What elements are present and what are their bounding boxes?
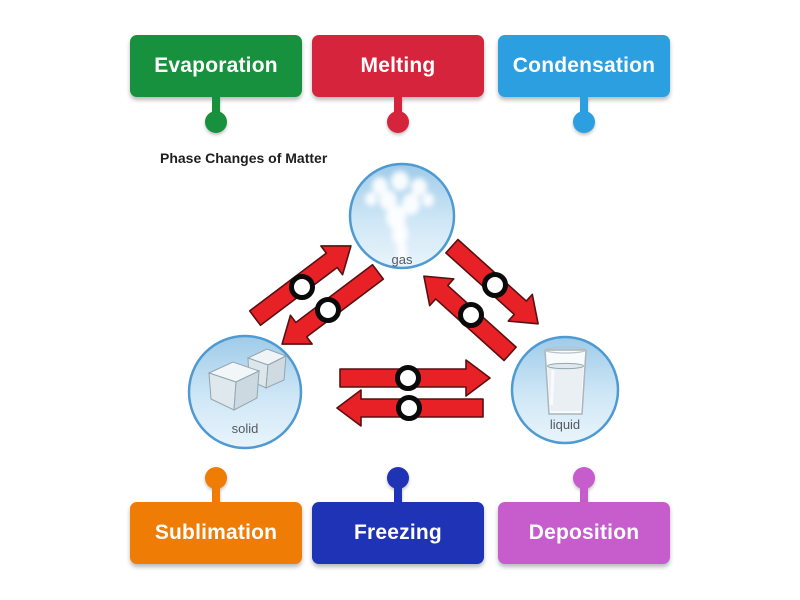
- label-condensation-stem: [580, 97, 588, 112]
- label-freezing-stem: [394, 488, 402, 502]
- label-evaporation-text: Evaporation: [154, 54, 278, 77]
- water-glass-icon: [544, 346, 587, 415]
- label-sublimation-stem: [212, 488, 220, 502]
- drop-target-solid-to-gas[interactable]: [289, 274, 315, 300]
- drop-target-gas-to-solid[interactable]: [315, 297, 341, 323]
- drop-target-liquid-to-solid[interactable]: [396, 395, 422, 421]
- label-melting[interactable]: Melting: [312, 35, 484, 97]
- label-deposition-pin[interactable]: [573, 467, 595, 489]
- label-deposition-text: Deposition: [528, 521, 640, 544]
- label-sublimation-pin[interactable]: [205, 467, 227, 489]
- drop-target-liquid-to-gas[interactable]: [458, 302, 484, 328]
- solid-label: solid: [232, 421, 259, 436]
- label-freezing-pin[interactable]: [387, 467, 409, 489]
- drop-target-solid-to-liquid[interactable]: [395, 365, 421, 391]
- label-deposition[interactable]: Deposition: [498, 502, 670, 564]
- label-melting-stem: [394, 97, 402, 112]
- label-freezing[interactable]: Freezing: [312, 502, 484, 564]
- diagram-title: Phase Changes of Matter: [160, 150, 328, 166]
- label-condensation[interactable]: Condensation: [498, 35, 670, 97]
- label-melting-pin[interactable]: [387, 111, 409, 133]
- label-sublimation-text: Sublimation: [154, 521, 278, 544]
- label-deposition-stem: [580, 488, 588, 502]
- gas-label: gas: [392, 252, 413, 267]
- state-circle-gas: gas: [348, 162, 456, 270]
- label-condensation-pin[interactable]: [573, 111, 595, 133]
- label-condensation-text: Condensation: [512, 54, 656, 77]
- drop-target-gas-to-liquid[interactable]: [482, 272, 508, 298]
- label-melting-text: Melting: [360, 54, 436, 77]
- state-circle-liquid: liquid: [510, 335, 620, 445]
- label-evaporation-pin[interactable]: [205, 111, 227, 133]
- label-evaporation-stem: [212, 97, 220, 112]
- liquid-label: liquid: [550, 417, 580, 432]
- label-evaporation[interactable]: Evaporation: [130, 35, 302, 97]
- label-freezing-text: Freezing: [354, 521, 442, 544]
- ice-cubes-icon: [207, 348, 288, 411]
- state-circle-solid: solid: [187, 334, 303, 450]
- gas-vapor-icon: [365, 171, 434, 263]
- label-sublimation[interactable]: Sublimation: [130, 502, 302, 564]
